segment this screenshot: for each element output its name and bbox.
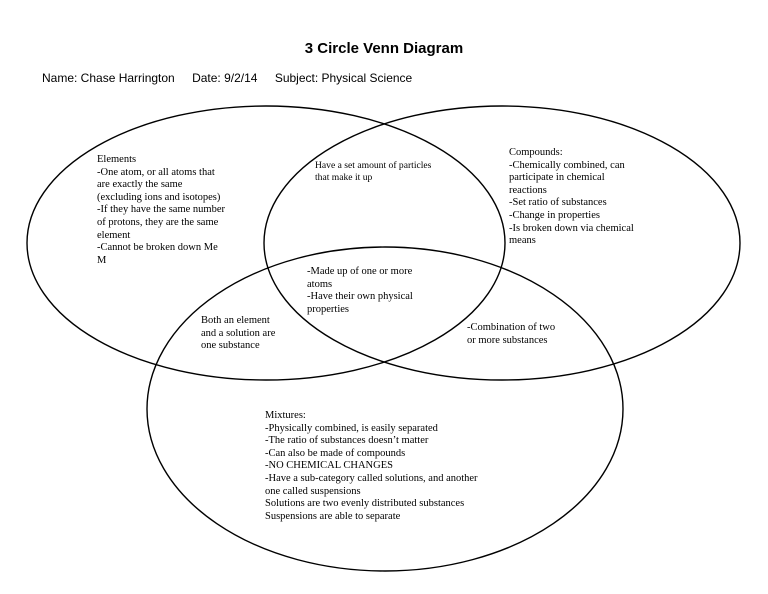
region-text-line: Both an element xyxy=(201,315,270,326)
region-text-line: -Chemically combined, can xyxy=(509,159,625,171)
region-text-line: -Change in properties xyxy=(509,209,600,221)
region-text-line: -Cannot be broken down Me xyxy=(97,242,218,254)
region-text-line: -Have a sub-category called solutions, a… xyxy=(265,472,478,484)
region-text-line: -Combination of two xyxy=(467,322,556,333)
region-text-line: -The ratio of substances doesn’t matter xyxy=(265,435,429,447)
region-text-line: -Can also be made of compounds xyxy=(265,447,406,459)
region-text-line: atoms xyxy=(307,278,333,290)
page-title: 3 Circle Venn Diagram xyxy=(304,40,464,57)
region-text-line: one substance xyxy=(201,340,260,352)
region-text-line: -Set ratio of substances xyxy=(509,197,607,209)
region-text-line: M xyxy=(97,254,107,266)
region-text-line: means xyxy=(509,235,536,247)
region-text-line: Suspensions are able to separate xyxy=(265,510,401,522)
region-text-line: -Have their own physical xyxy=(307,291,413,303)
region-text-line: participate in chemical xyxy=(509,172,605,184)
region-text-line: -Made up of one or more xyxy=(307,266,413,277)
region-mixtures: Mixtures:-Physically combined, is easily… xyxy=(265,410,478,523)
region-text-line: Mixtures: xyxy=(265,410,306,421)
region-text-line: element xyxy=(97,229,131,241)
region-text-line: Elements xyxy=(97,154,137,165)
student-info-line: Name: Chase Harrington Date: 9/2/14 Subj… xyxy=(42,71,412,85)
region-text-line: reactions xyxy=(509,184,547,196)
assignment-date: Date: 9/2/14 xyxy=(192,71,258,85)
region-text-line: or more substances xyxy=(467,334,548,346)
region-text-line: -If they have the same number xyxy=(97,204,225,216)
region-text-line: are exactly the same xyxy=(97,179,183,191)
student-name: Name: Chase Harrington xyxy=(42,71,175,85)
circle-mixtures xyxy=(146,246,624,572)
circle-compounds xyxy=(263,105,741,381)
circle-elements xyxy=(26,105,506,381)
region-text-line: one called suspensions xyxy=(265,485,361,497)
region-text-line: -One atom, or all atoms that xyxy=(97,166,215,178)
subject-label: Subject: Physical Science xyxy=(274,71,413,85)
region-text-line: (excluding ions and isotopes) xyxy=(97,191,221,203)
region-text-line: of protons, they are the same xyxy=(97,216,219,228)
region-text-line: -Is broken down via chemical xyxy=(509,222,634,234)
region-text-line: Have a set amount of particles xyxy=(315,160,432,171)
region-text-line: -Physically combined, is easily separate… xyxy=(265,422,438,434)
region-text-line: -NO CHEMICAL CHANGES xyxy=(265,460,393,472)
region-text-line: Solutions are two evenly distributed sub… xyxy=(265,498,465,510)
region-text-line: Compounds: xyxy=(509,147,563,158)
region-text-line: that make it up xyxy=(315,171,373,183)
region-text-line: properties xyxy=(307,303,349,315)
region-text-line: and a solution are xyxy=(201,327,276,339)
